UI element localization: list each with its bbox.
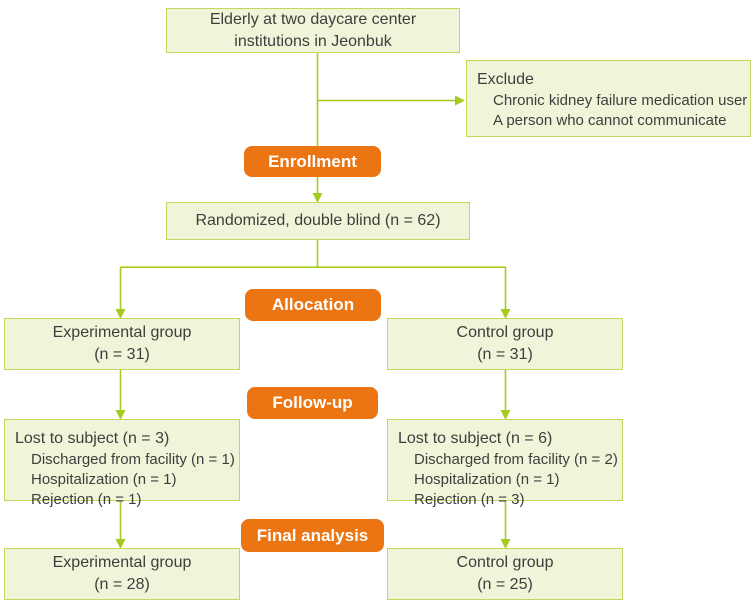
randomized-box: Randomized, double blind (n = 62): [166, 202, 470, 240]
lost-experimental-item: Discharged from facility (n = 1): [31, 451, 235, 468]
population-line1: Elderly at two daycare center: [209, 10, 417, 28]
population-box: Elderly at two daycare center institutio…: [166, 8, 460, 53]
lost-experimental-title: Lost to subject (n = 3): [15, 430, 170, 447]
control-group-count: (n = 31): [477, 346, 533, 363]
final-control-count: (n = 25): [477, 576, 533, 593]
final-control-box: Control group (n = 25): [387, 548, 623, 600]
experimental-group-line1: Experimental group: [52, 324, 192, 341]
population-line2: institutions in Jeonbuk: [234, 32, 392, 50]
lost-to-subject-control-box: Lost to subject (n = 6) Discharged from …: [387, 419, 623, 508]
stage-badge-follow-up: Follow-up: [247, 387, 378, 419]
exclude-title: Exclude: [477, 71, 534, 88]
lost-experimental-item: Rejection (n = 1): [31, 491, 142, 508]
final-experimental-box: Experimental group (n = 28): [4, 548, 240, 600]
final-experimental-count: (n = 28): [94, 576, 150, 593]
lost-control-title: Lost to subject (n = 6): [398, 430, 553, 447]
lost-experimental-item: Hospitalization (n = 1): [31, 471, 177, 488]
control-group-line1: Control group: [456, 324, 554, 341]
stage-badge-enrollment: Enrollment: [244, 146, 381, 177]
final-experimental-line1: Experimental group: [52, 554, 192, 571]
exclude-item: Chronic kidney failure medication user: [493, 92, 748, 109]
lost-control-item: Hospitalization (n = 1): [414, 471, 560, 488]
lost-control-item: Rejection (n = 3): [414, 491, 525, 508]
exclude-box: Exclude Chronic kidney failure medicatio…: [466, 60, 751, 137]
experimental-group-count: (n = 31): [94, 346, 150, 363]
final-control-line1: Control group: [456, 554, 554, 571]
lost-to-subject-experimental-box: Lost to subject (n = 3) Discharged from …: [4, 419, 240, 508]
stage-badge-allocation: Allocation: [245, 289, 381, 321]
experimental-group-box: Experimental group (n = 31): [4, 318, 240, 370]
stage-badge-final-analysis: Final analysis: [241, 519, 384, 552]
control-group-box: Control group (n = 31): [387, 318, 623, 370]
exclude-item: A person who cannot communicate: [493, 112, 727, 129]
randomized-text: Randomized, double blind (n = 62): [195, 212, 441, 229]
lost-control-item: Discharged from facility (n = 2): [414, 451, 618, 468]
